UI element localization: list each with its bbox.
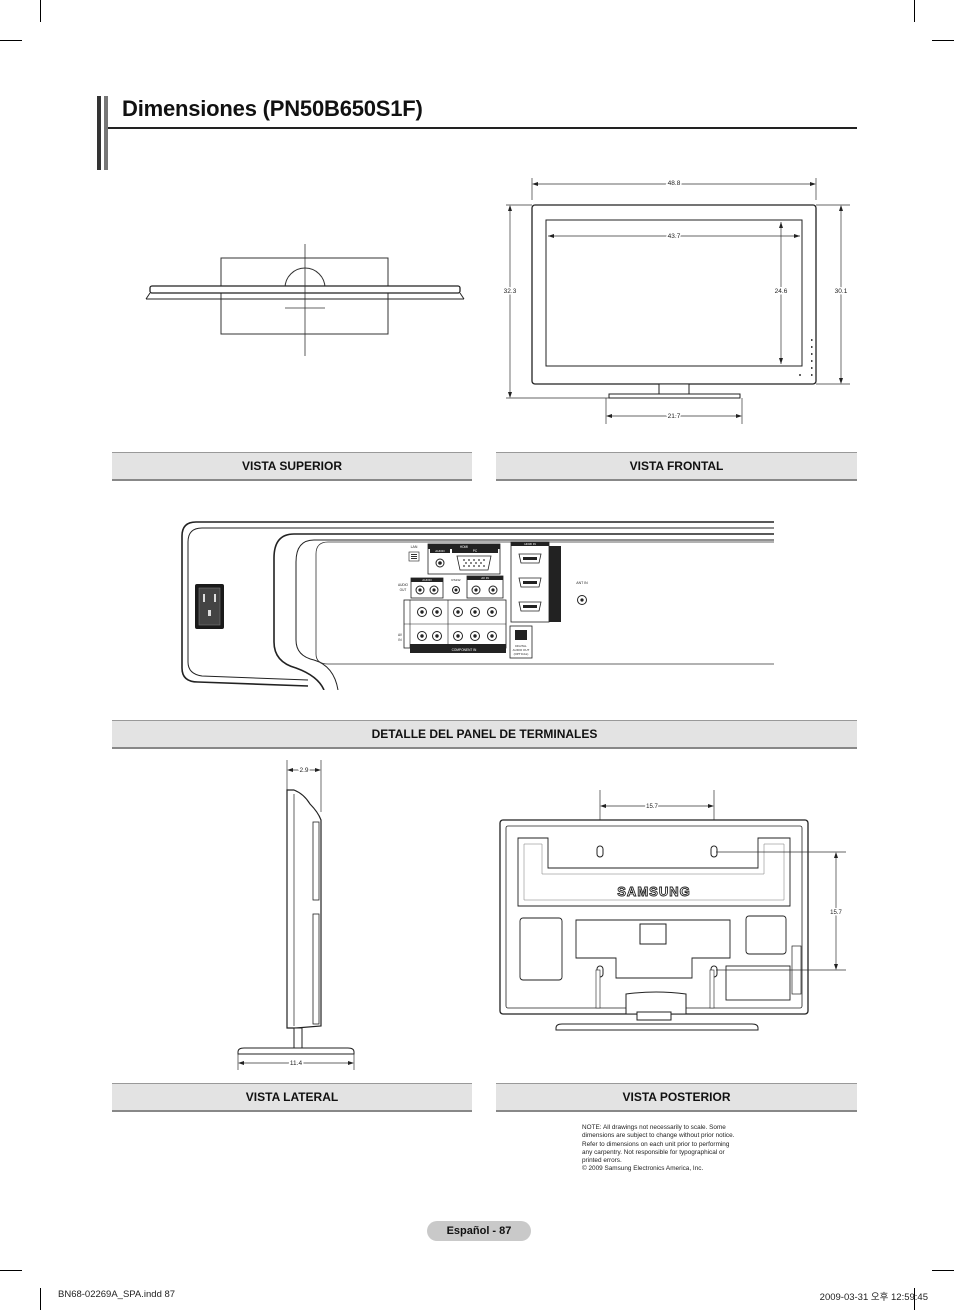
crop-mark <box>40 0 41 22</box>
lbl-ant-in: ANT IN <box>576 581 588 585</box>
svg-text:OUT: OUT <box>400 588 407 592</box>
dim-stand-width: 21.7 <box>668 413 681 420</box>
svg-text:AV: AV <box>398 633 403 637</box>
lbl-audio: AUDIO <box>422 578 432 582</box>
note-line: printed errors. <box>582 1157 622 1165</box>
note-line: NOTE: All drawings not necessarily to sc… <box>582 1124 726 1131</box>
terminal-panel-drawing: LAN HDMI AUDIO PC AUDIO OUT AUDIO RS232 … <box>181 521 774 690</box>
lbl-hdmi: HDMI IN <box>524 542 536 546</box>
dim-stand-depth: 11.4 <box>290 1060 303 1067</box>
caption-rear-view: VISTA POSTERIOR <box>496 1083 857 1112</box>
crop-mark <box>914 1288 915 1310</box>
rear-brand-logo: SAMSUNG <box>617 884 690 899</box>
dim-front-width: 48.8 <box>668 180 681 187</box>
dim-body-height: 30.1 <box>835 288 848 295</box>
caption-side-view: VISTA LATERAL <box>112 1083 472 1112</box>
caption-terminal-panel: DETALLE DEL PANEL DE TERMINALES <box>112 720 857 749</box>
lbl-component-in: COMPONENT IN <box>452 648 477 652</box>
title-accent-bar <box>104 96 108 170</box>
svg-text:AV IN: AV IN <box>481 576 489 580</box>
svg-text:IN: IN <box>398 638 402 642</box>
dim-side-depth: 2.9 <box>299 767 308 774</box>
note-line: © 2009 Samsung Electronics America, Inc. <box>582 1165 704 1173</box>
page-number: Español - 87 <box>427 1221 531 1241</box>
lbl-pc: PC <box>473 549 478 553</box>
caption-top-view: VISTA SUPERIOR <box>112 452 472 481</box>
dim-vesa-horizontal: 15.7 <box>646 804 658 810</box>
crop-mark <box>40 1288 41 1310</box>
dim-screen-height: 24.6 <box>775 288 788 295</box>
lbl-lan: LAN <box>411 545 418 549</box>
crop-mark <box>914 0 915 22</box>
svg-text:AUDIO: AUDIO <box>398 583 409 587</box>
crop-mark <box>932 40 954 41</box>
title-accent-bar <box>97 96 101 170</box>
disclaimer-note: NOTE: All drawings not necessarily to sc… <box>582 1124 762 1174</box>
title-rule <box>108 127 857 129</box>
svg-text:AUDIO: AUDIO <box>435 549 445 553</box>
dim-screen-width: 43.7 <box>668 233 681 240</box>
caption-front-view: VISTA FRONTAL <box>496 452 857 481</box>
lbl-rs232: RS232 <box>451 578 461 582</box>
svg-text:AUDIO OUT: AUDIO OUT <box>513 648 530 652</box>
footer-file-info: BN68-02269A_SPA.indd 87 <box>58 1289 176 1300</box>
svg-text:HDMI: HDMI <box>460 545 468 549</box>
page-title: Dimensiones (PN50B650S1F) <box>122 96 423 121</box>
side-view-drawing: 2.9 11.4 <box>237 760 355 1070</box>
dim-vesa-vertical: 15.7 <box>830 910 842 916</box>
crop-mark <box>0 1270 22 1271</box>
footer-timestamp: 2009-03-31 오후 12:59:45 <box>819 1292 928 1303</box>
top-view-drawing <box>145 244 465 356</box>
note-line: Refer to dimensions on each unit prior t… <box>582 1140 730 1148</box>
rear-view-drawing: 15.7 SAMSUNG 15.7 <box>499 790 846 1031</box>
svg-text:(OPTICAL): (OPTICAL) <box>514 652 529 656</box>
note-line: dimensions are subject to change without… <box>582 1132 735 1140</box>
front-view-drawing: 48.8 43.7 24.6 32.3 30.1 21.7 <box>502 178 850 424</box>
dim-total-height: 32.3 <box>504 288 517 295</box>
note-line: any carpentry. Not responsible for typog… <box>582 1148 725 1156</box>
crop-mark <box>932 1270 954 1271</box>
crop-mark <box>0 40 22 41</box>
svg-text:DIGITAL: DIGITAL <box>515 644 527 648</box>
